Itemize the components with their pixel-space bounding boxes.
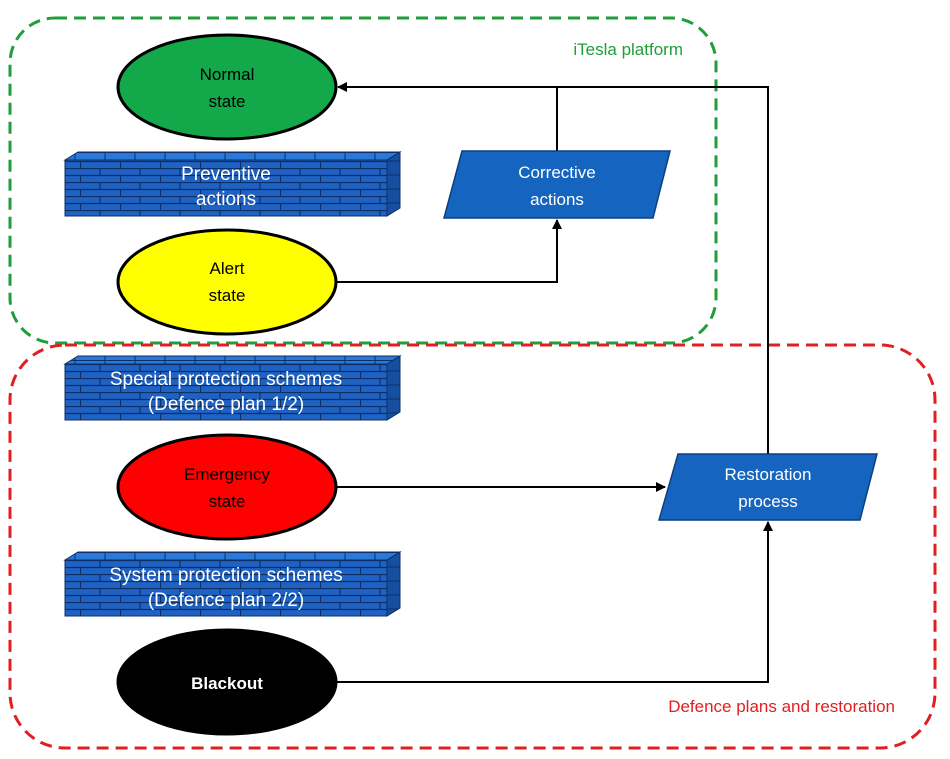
alert-state-label-2: state xyxy=(209,286,246,305)
normal-state xyxy=(116,33,338,141)
blackout-state xyxy=(116,628,338,736)
normal-state-label: Normal xyxy=(200,65,255,84)
alert-state-label: Alert xyxy=(210,259,245,278)
emergency-state xyxy=(116,433,338,541)
corrective-actions-label-2: actions xyxy=(530,190,584,209)
special-protection-label: Special protection schemes xyxy=(110,369,342,390)
platform-group-border xyxy=(8,16,718,345)
corrective-actions-box: Corrective actions xyxy=(443,150,671,219)
emergency-state-label: Emergency xyxy=(184,465,270,484)
restoration-process-label-2: process xyxy=(738,492,798,511)
defence-group-title: Defence plans and restoration xyxy=(668,697,895,716)
platform-group-title: iTesla platform xyxy=(573,40,683,59)
blackout-state-label: Blackout xyxy=(191,674,263,693)
special-protection-wall: Special protection schemes (Defence plan… xyxy=(63,355,402,421)
defence-group-border xyxy=(8,343,937,750)
system-protection-wall: System protection schemes (Defence plan … xyxy=(63,551,402,617)
corrective-actions-label: Corrective xyxy=(518,163,595,182)
restoration-process-box: Restoration process xyxy=(658,453,878,521)
restoration-process-label: Restoration xyxy=(725,465,812,484)
restoration-to-normal-arrow xyxy=(337,82,769,454)
system-protection-label-2: (Defence plan 2/2) xyxy=(148,590,304,611)
alert-to-corrective-arrow xyxy=(336,219,562,283)
alert-state xyxy=(116,228,338,336)
preventive-actions-wall: Preventive actions xyxy=(63,151,402,217)
system-protection-label: System protection schemes xyxy=(109,565,342,586)
emergency-state-label-2: state xyxy=(209,492,246,511)
blackout-to-restoration-arrow xyxy=(336,521,773,683)
preventive-actions-label: Preventive xyxy=(181,164,271,185)
special-protection-label-2: (Defence plan 1/2) xyxy=(148,394,304,415)
normal-state-label-2: state xyxy=(209,92,246,111)
preventive-actions-label-2: actions xyxy=(196,189,256,210)
